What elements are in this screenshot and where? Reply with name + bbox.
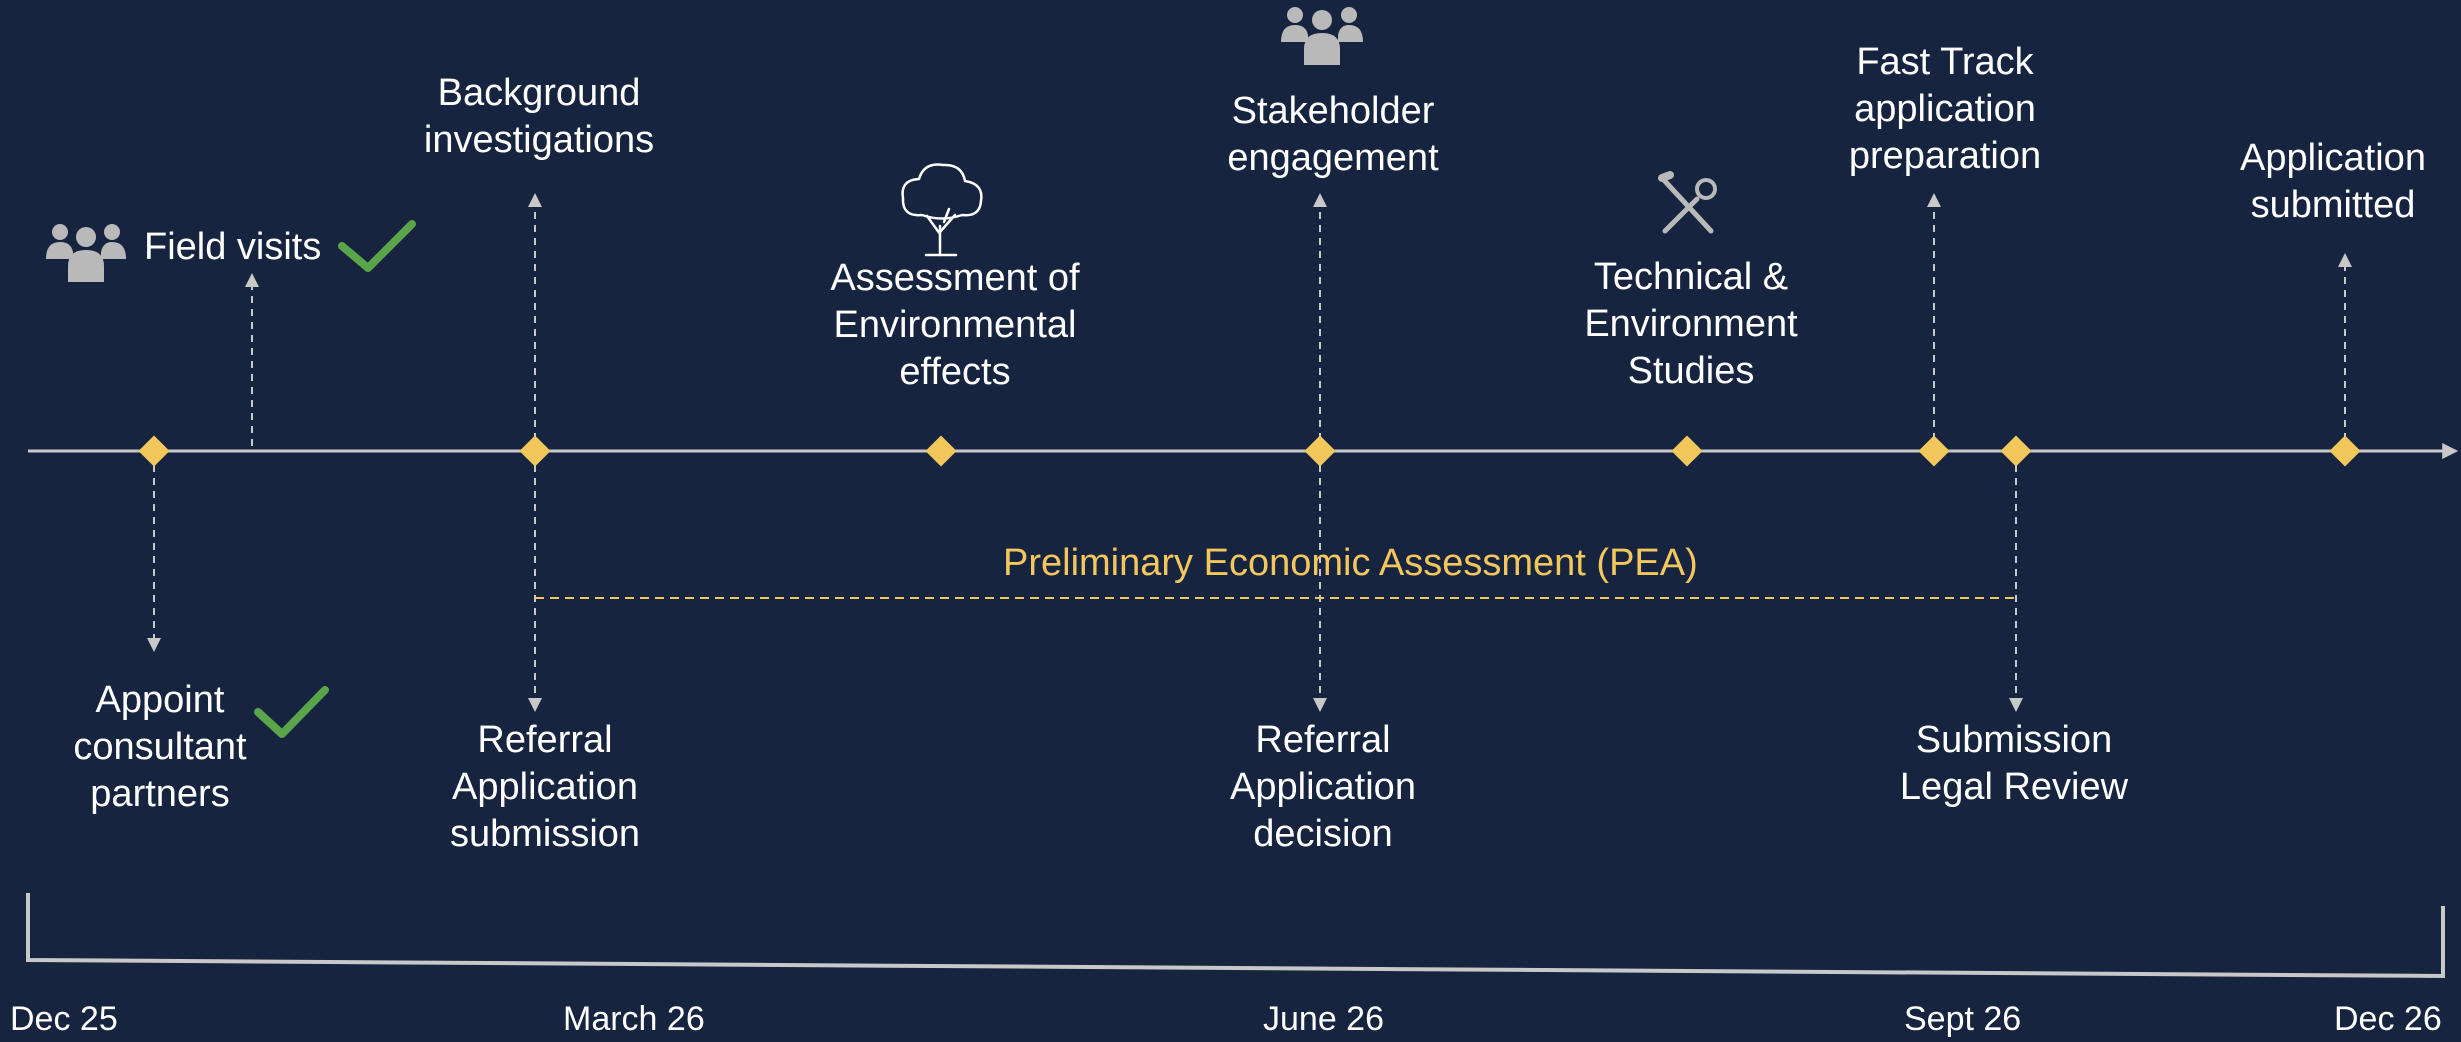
milestone-diamond: [138, 435, 170, 467]
milestone-diamond: [1671, 435, 1703, 467]
date-label: Dec 26: [2334, 1000, 2442, 1038]
people-group-icon: [46, 224, 126, 282]
stakeholder-engagement-label: Stakeholder engagement: [1227, 90, 1439, 179]
legal-review-label: Submission Legal Review: [1899, 719, 2129, 808]
referral-decision-label: Referral Application decision: [1230, 719, 1416, 855]
fast-track-label: Fast Track application preparation: [1848, 41, 2042, 177]
pea-label: Preliminary Economic Assessment (PEA): [1003, 542, 1698, 584]
milestone-diamond: [1304, 435, 1336, 467]
checkmark-icon: [338, 220, 416, 272]
timeline-range-bracket: [26, 893, 2445, 979]
field-visits-label: Field visits: [144, 226, 322, 268]
checkmark-icon: [254, 686, 329, 738]
milestone-diamond: [2000, 435, 2032, 467]
date-label: Dec 25: [10, 1000, 118, 1038]
milestone-diamond: [2329, 435, 2361, 467]
milestone-diamond: [925, 435, 957, 467]
date-label: June 26: [1263, 1000, 1384, 1038]
assessment-environmental-label: Assessment of Environmental effects: [830, 257, 1080, 393]
referral-submission-label: Referral Application submission: [449, 719, 641, 855]
milestone-diamond: [1918, 435, 1950, 467]
tree-icon: [901, 163, 983, 257]
milestone-diamond: [519, 435, 551, 467]
background-investigations-label: Background investigations: [423, 72, 655, 161]
application-submitted-label: Application submitted: [2240, 137, 2426, 226]
tools-icon: [1658, 171, 1717, 234]
appoint-consultant-label: Appoint consultant partners: [73, 679, 247, 815]
date-label: March 26: [563, 1000, 705, 1038]
people-group-icon: [1281, 7, 1363, 65]
technical-studies-label: Technical & Environment Studies: [1584, 256, 1798, 392]
date-label: Sept 26: [1904, 1000, 2022, 1038]
